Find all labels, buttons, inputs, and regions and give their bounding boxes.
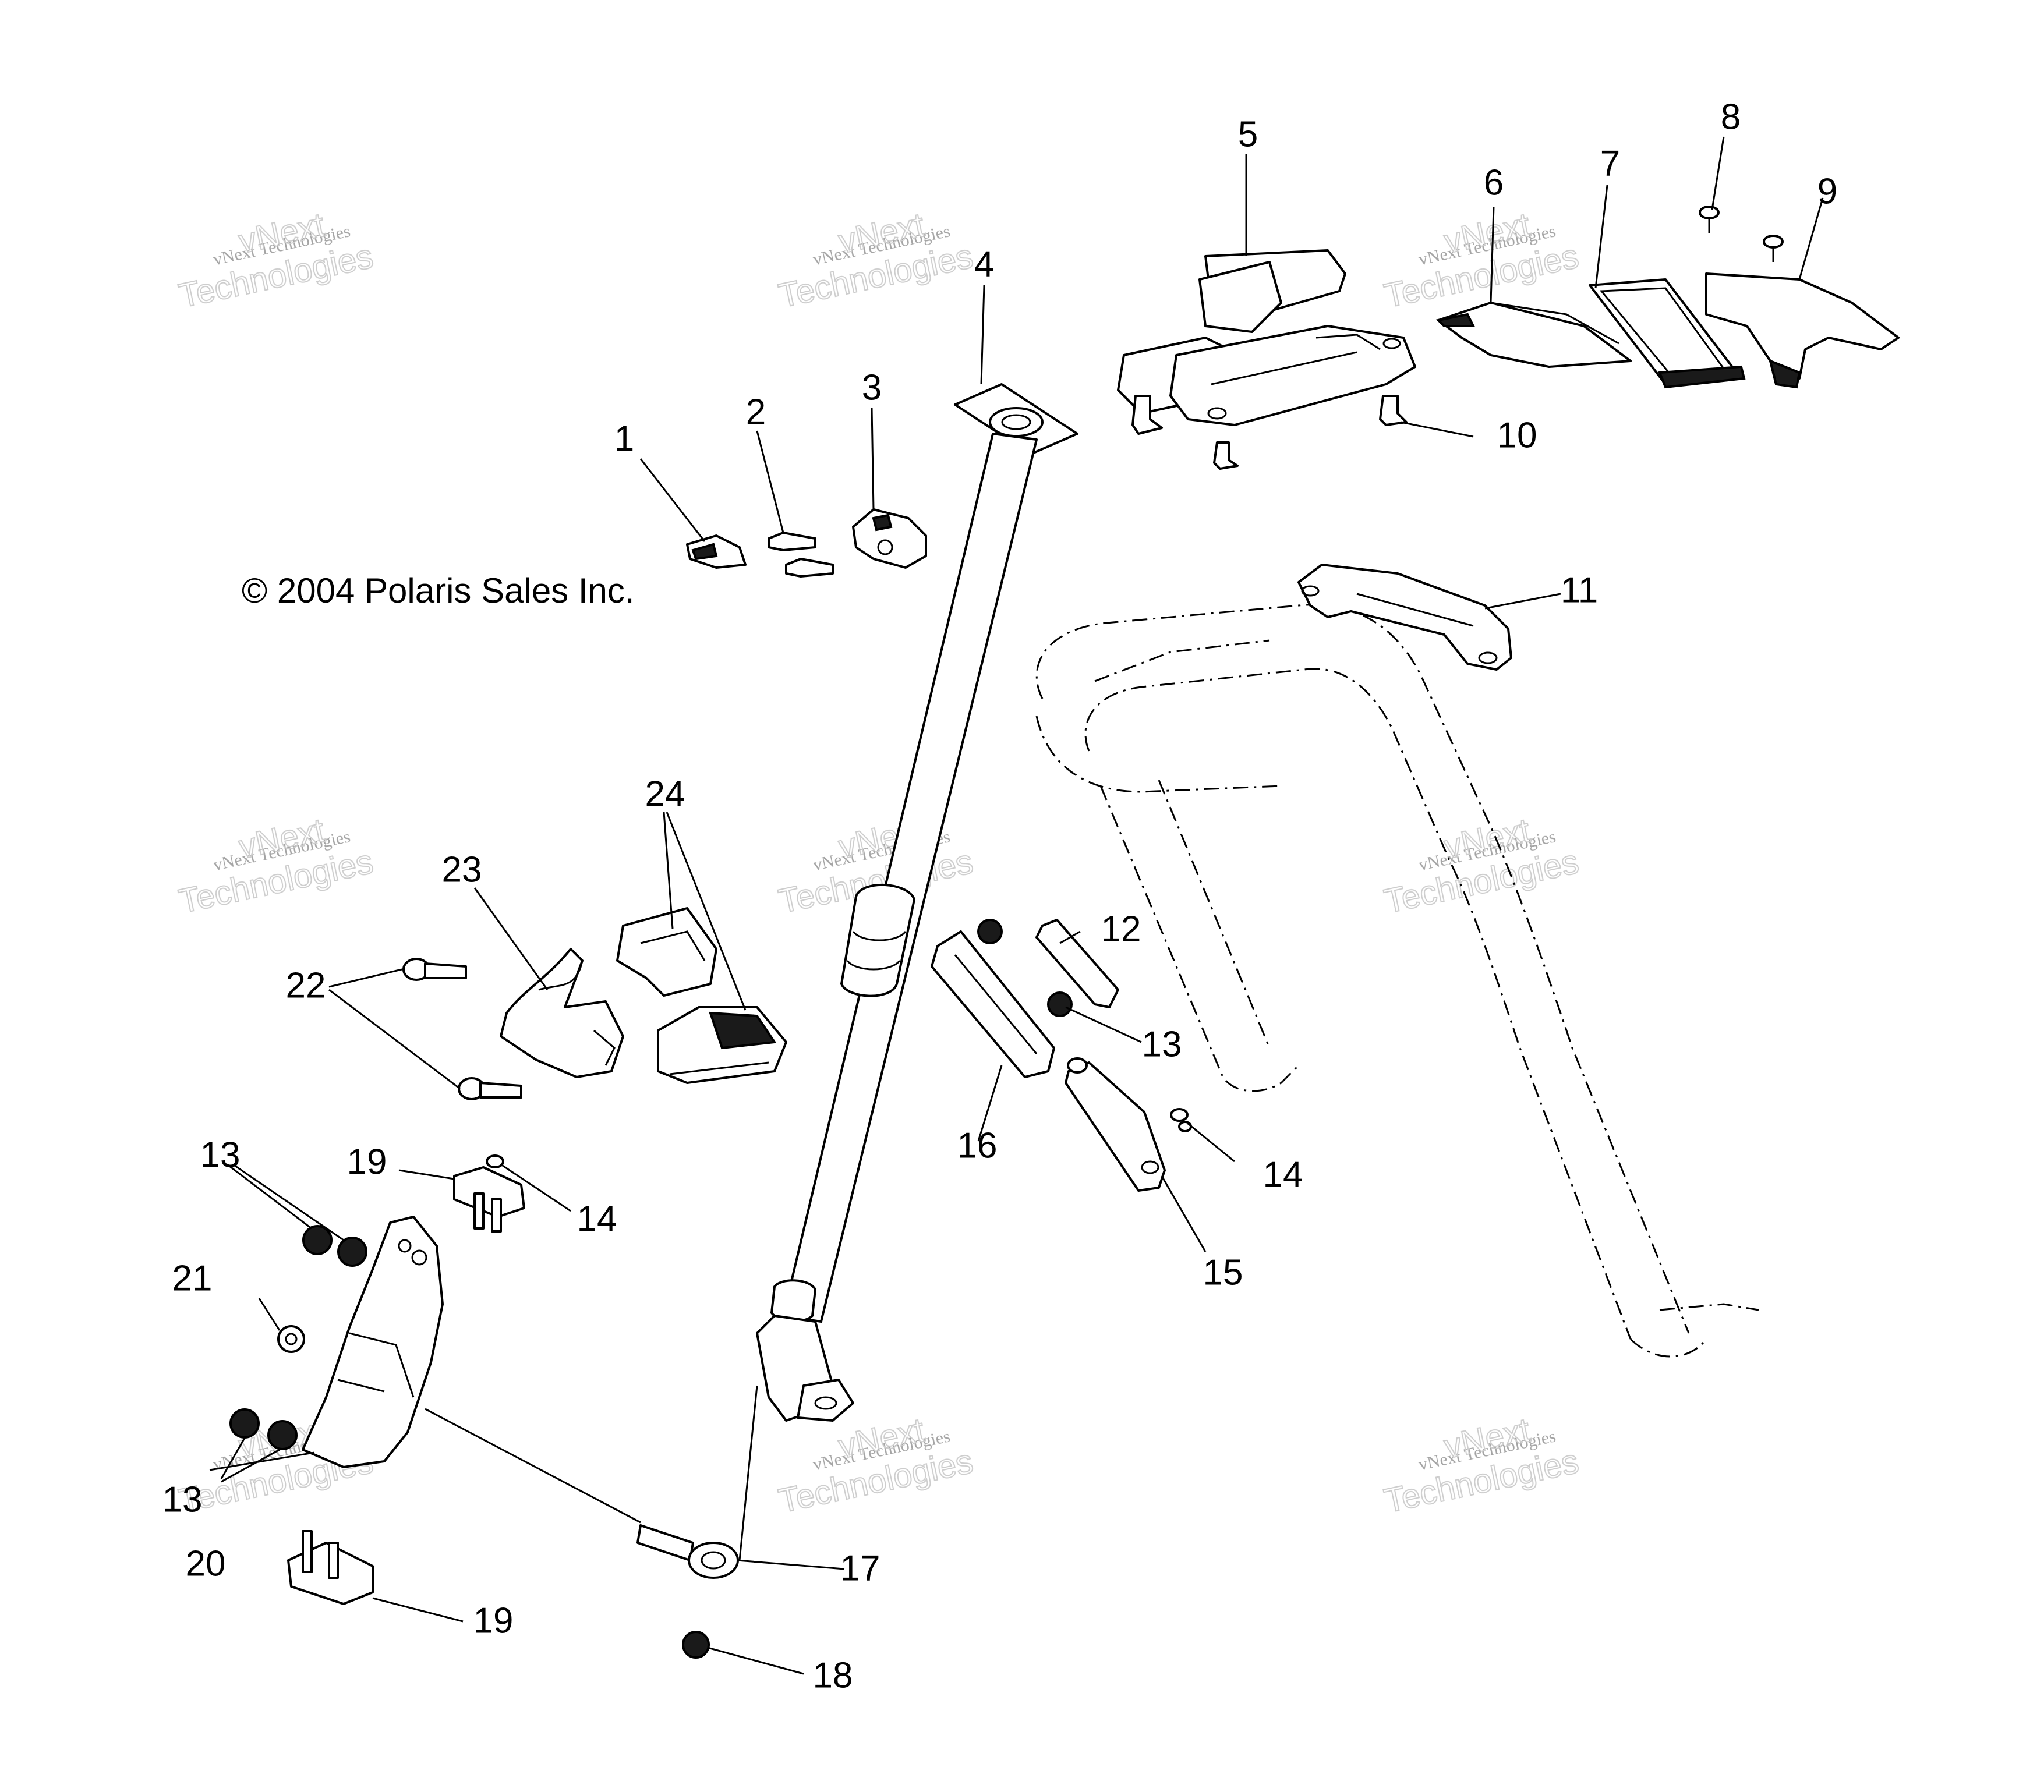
callout-9: 9 xyxy=(1817,171,1837,211)
callout-22: 22 xyxy=(286,965,326,1005)
steering-pad-assembly xyxy=(1117,249,1416,426)
callout-3: 3 xyxy=(862,367,882,408)
nuts-13-top-left xyxy=(302,1225,367,1267)
callout-5: 5 xyxy=(1238,114,1258,154)
grip-23 xyxy=(500,948,624,1078)
bracket-15 xyxy=(1065,1057,1166,1192)
watermark-tile: Technologies vNext Technologies vNext xyxy=(775,1411,977,1521)
clip-1 xyxy=(686,534,747,569)
callout-16: 16 xyxy=(957,1125,998,1166)
watermark-tile: Technologies vNext Technologies vNext xyxy=(175,206,377,316)
clamp-3 xyxy=(852,508,927,569)
callout-24: 24 xyxy=(645,774,685,814)
callout-20: 20 xyxy=(186,1543,226,1584)
bracket-16 xyxy=(931,930,1055,1078)
bolts-2 xyxy=(768,532,834,578)
callout-2: 2 xyxy=(746,392,766,432)
panel-7 xyxy=(1589,278,1746,389)
callout-6: 6 xyxy=(1484,162,1504,203)
pin-14-center xyxy=(1170,1108,1192,1132)
callout-14-center: 14 xyxy=(1263,1154,1303,1195)
callout-13-center: 13 xyxy=(1142,1024,1182,1064)
handlebar-outline xyxy=(1035,604,1759,1358)
watermark-tile: Technologies vNext Technologies vNext xyxy=(775,206,977,316)
callout-13-bottom-left: 13 xyxy=(162,1479,203,1520)
steering-column xyxy=(756,383,1078,1422)
panel-9 xyxy=(1705,272,1900,389)
callout-11: 11 xyxy=(1561,570,1598,610)
callout-15: 15 xyxy=(1203,1252,1243,1292)
callout-14-left: 14 xyxy=(577,1199,617,1239)
nuts-13-center xyxy=(977,919,1073,1017)
bracket-20 xyxy=(302,1216,444,1468)
callout-1: 1 xyxy=(614,419,634,459)
leader-lines xyxy=(209,136,1824,1675)
grip-24-cover xyxy=(616,907,717,997)
nuts-13-bottom-left xyxy=(229,1408,298,1450)
nut-18 xyxy=(682,1631,710,1659)
callout-13-top-left: 13 xyxy=(200,1135,241,1175)
callout-8: 8 xyxy=(1721,97,1741,137)
callout-7: 7 xyxy=(1600,143,1620,183)
callout-19-bottom: 19 xyxy=(473,1600,514,1641)
callout-21: 21 xyxy=(172,1258,213,1298)
callout-23: 23 xyxy=(442,849,482,890)
copyright-text: © 2004 Polaris Sales Inc. xyxy=(242,571,635,610)
grip-24-pad xyxy=(657,1006,787,1084)
plate-19-bottom xyxy=(287,1530,374,1605)
callout-12: 12 xyxy=(1101,909,1141,949)
screw-8 xyxy=(1699,206,1784,262)
plate-19-top xyxy=(453,1166,525,1233)
watermark-tile: Technologies vNext Technologies vNext xyxy=(175,811,377,922)
callout-19-top: 19 xyxy=(347,1142,387,1182)
pin-14-left xyxy=(486,1154,504,1168)
washer-21 xyxy=(277,1325,305,1353)
screw-10 xyxy=(1131,395,1408,470)
bracket-11 xyxy=(1297,564,1512,671)
watermark-tile: Technologies vNext Technologies vNext xyxy=(1381,206,1583,316)
tie-rod-17 xyxy=(636,1524,739,1579)
panel-6 xyxy=(1435,302,1632,368)
plate-12 xyxy=(1035,919,1119,1008)
callout-labels: 1 2 3 4 5 6 7 8 9 10 11 12 13 13 13 14 1… xyxy=(162,97,1838,1695)
callout-10: 10 xyxy=(1497,415,1537,455)
callout-4: 4 xyxy=(974,244,994,284)
watermark-tile: Technologies vNext Technologies vNext xyxy=(1381,811,1583,922)
watermark-tile: Technologies vNext Technologies vNext xyxy=(1381,1411,1583,1521)
callout-17: 17 xyxy=(840,1548,880,1588)
callout-18: 18 xyxy=(813,1655,853,1695)
